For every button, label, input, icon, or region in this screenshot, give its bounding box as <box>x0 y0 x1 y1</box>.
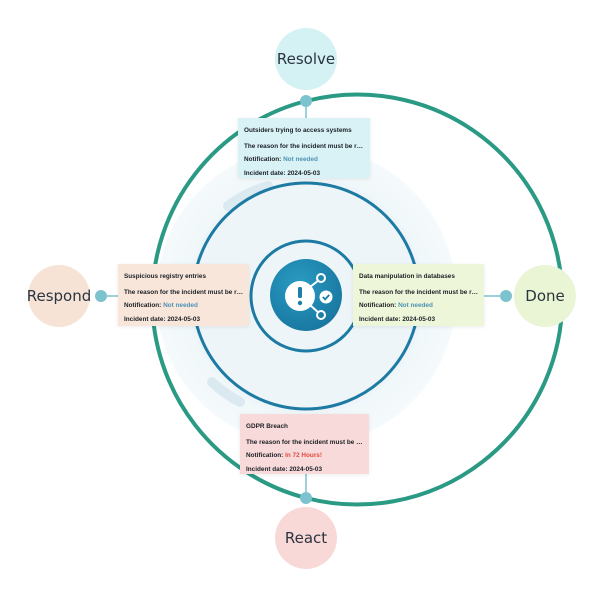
decor-arc-top <box>223 181 273 211</box>
date-label: Incident date: <box>359 315 401 323</box>
incident-date: Incident date: 2024-05-03 <box>359 313 478 327</box>
incident-date: Incident date: 2024-05-03 <box>124 313 243 327</box>
incident-reason: The reason for the incident must be regi… <box>246 438 363 446</box>
notification-label: Notification: <box>124 302 162 309</box>
incident-card-registry[interactable]: Suspicious registry entries The reason f… <box>118 264 249 326</box>
incident-reason: The reason for the incident must be regi… <box>244 142 364 150</box>
node-dot-left <box>95 290 107 302</box>
stage-done[interactable]: Done <box>514 265 576 327</box>
date-value: 2024-05-03 <box>289 465 323 473</box>
incident-reason: The reason for the incident must be regi… <box>359 288 478 296</box>
incident-title: Suspicious registry entries <box>124 273 207 280</box>
notification-value: In 72 Hours! <box>285 452 322 459</box>
notification-value: Not needed <box>283 156 318 163</box>
incident-alert-network-icon <box>270 259 342 331</box>
decor-arc-bottom <box>207 377 245 407</box>
notification-label: Notification: <box>246 452 284 459</box>
notification-label: Notification: <box>359 302 397 309</box>
date-value: 2024-05-03 <box>402 315 436 323</box>
notification-value: Not needed <box>398 302 433 309</box>
stage-react[interactable]: React <box>275 507 337 569</box>
notification-value: Not needed <box>163 302 198 309</box>
incident-title: Outsiders trying to access systems <box>244 127 352 134</box>
date-label: Incident date: <box>246 465 288 473</box>
date-value: 2024-05-03 <box>167 315 201 323</box>
stage-respond[interactable]: Respond <box>27 265 91 327</box>
incident-date: Incident date: 2024-05-03 <box>244 167 364 181</box>
incident-notification: Notification: In 72 Hours! <box>246 449 363 463</box>
date-label: Incident date: <box>124 315 166 323</box>
incident-notification: Notification: Not needed <box>359 299 478 313</box>
node-dot-right <box>500 290 512 302</box>
incident-card-outsiders[interactable]: Outsiders trying to access systems The r… <box>238 118 370 178</box>
incident-notification: Notification: Not needed <box>244 153 364 167</box>
incident-reason: The reason for the incident must be regi… <box>124 288 243 296</box>
incident-notification: Notification: Not needed <box>124 299 243 313</box>
incident-title: GDPR Breach <box>246 423 288 430</box>
date-label: Incident date: <box>244 169 286 177</box>
node-dot-bottom <box>300 492 312 504</box>
incident-title: Data manipulation in databases <box>359 273 455 280</box>
notification-label: Notification: <box>244 156 282 163</box>
date-value: 2024-05-03 <box>287 169 321 177</box>
stage-resolve[interactable]: Resolve <box>275 28 337 90</box>
incident-card-gdpr[interactable]: GDPR Breach The reason for the incident … <box>240 414 369 474</box>
incident-card-data-manipulation[interactable]: Data manipulation in databases The reaso… <box>353 264 484 326</box>
node-dot-top <box>300 95 312 107</box>
incident-date: Incident date: 2024-05-03 <box>246 463 363 477</box>
